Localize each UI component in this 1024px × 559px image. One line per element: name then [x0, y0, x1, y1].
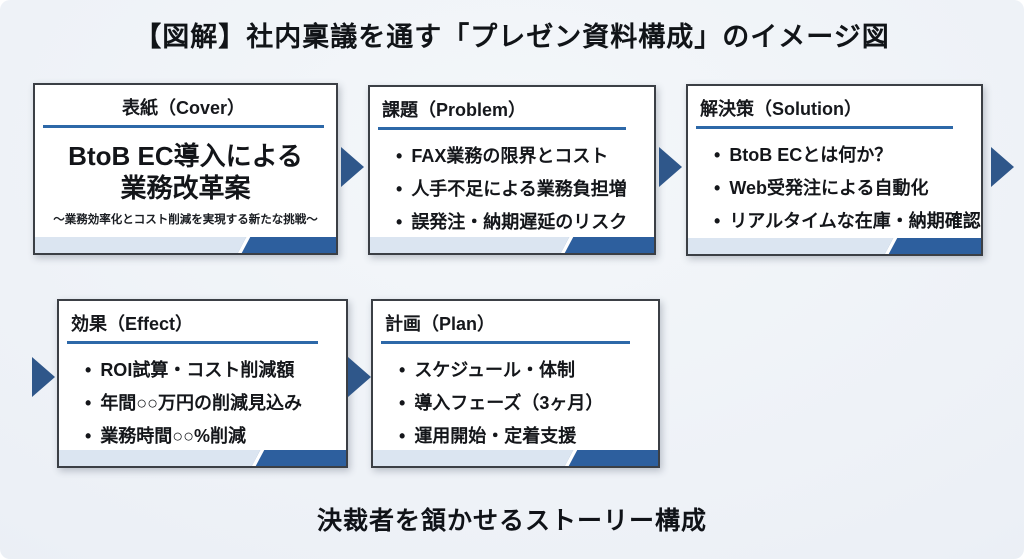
- slide-footer-corner: [252, 450, 346, 466]
- slide-card-problem: 課題（Problem） FAX業務の限界とコスト 人手不足による業務負担増 誤発…: [368, 85, 656, 255]
- bullet-item: 年間○○万円の削減見込み: [85, 387, 346, 420]
- slide-footer-corner: [561, 237, 654, 253]
- bullet-item: ROI試算・コスト削減額: [85, 354, 346, 387]
- slide-footer-corner: [237, 237, 336, 253]
- bullet-item: Web受発注による自動化: [714, 172, 981, 205]
- bullet-item: 誤発注・納期遅延のリスク: [396, 206, 654, 239]
- cover-title-line1: BtoB EC導入による: [68, 141, 303, 171]
- bullet-list-problem: FAX業務の限界とコスト 人手不足による業務負担増 誤発注・納期遅延のリスク: [370, 140, 654, 239]
- bullet-item: FAX業務の限界とコスト: [396, 140, 654, 173]
- slide-footer-corner: [885, 238, 981, 254]
- bullet-item: BtoB ECとは何か？: [714, 139, 981, 172]
- slide-card-plan: 計画（Plan） スケジュール・体制 導入フェーズ（3ヶ月） 運用開始・定着支援: [371, 299, 660, 468]
- slide-footer-corner: [564, 450, 658, 466]
- diagram-footer-caption: 決裁者を頷かせるストーリー構成: [316, 507, 707, 535]
- flow-arrow-right-icon: [659, 147, 682, 187]
- slide-card-cover: 表紙（Cover） BtoB EC導入による 業務改革案 ～業務効率化とコスト削…: [33, 83, 338, 255]
- flow-arrow-right-icon: [32, 357, 55, 397]
- slide-header-cover: 表紙（Cover）: [43, 94, 324, 128]
- slide-header-solution: 解決策（Solution）: [696, 95, 953, 129]
- cover-subtitle: ～業務効率化とコスト削減を実現する新たな挑戦～: [53, 214, 318, 226]
- bullet-item: 人手不足による業務負担増: [396, 173, 654, 206]
- bullet-item: 導入フェーズ（3ヶ月）: [399, 387, 658, 420]
- slide-header-plan: 計画（Plan）: [381, 310, 630, 344]
- cover-body: BtoB EC導入による 業務改革案 ～業務効率化とコスト削減を実現する新たな挑…: [35, 140, 336, 227]
- bullet-item: リアルタイムな在庫・納期確認: [714, 205, 981, 238]
- diagram-title: 【図解】社内稟議を通す「プレゼン資料構成」のイメージ図: [134, 22, 890, 52]
- bullet-list-solution: BtoB ECとは何か？ Web受発注による自動化 リアルタイムな在庫・納期確認: [688, 139, 981, 238]
- cover-title-line2: 業務改革案: [120, 173, 251, 203]
- cover-title: BtoB EC導入による 業務改革案: [35, 140, 336, 204]
- flow-arrow-right-icon: [341, 147, 364, 187]
- bullet-list-plan: スケジュール・体制 導入フェーズ（3ヶ月） 運用開始・定着支援: [373, 354, 658, 453]
- slide-header-problem: 課題（Problem）: [378, 96, 626, 130]
- bullet-item: 業務時間○○%削減: [85, 420, 346, 453]
- slide-card-solution: 解決策（Solution） BtoB ECとは何か？ Web受発注による自動化 …: [686, 84, 983, 256]
- slide-header-effect: 効果（Effect）: [67, 310, 318, 344]
- bullet-item: スケジュール・体制: [399, 354, 658, 387]
- bullet-list-effect: ROI試算・コスト削減額 年間○○万円の削減見込み 業務時間○○%削減: [59, 354, 346, 453]
- flow-arrow-right-icon: [348, 357, 371, 397]
- slide-card-effect: 効果（Effect） ROI試算・コスト削減額 年間○○万円の削減見込み 業務時…: [57, 299, 348, 468]
- flow-arrow-right-icon: [991, 147, 1014, 187]
- bullet-item: 運用開始・定着支援: [399, 420, 658, 453]
